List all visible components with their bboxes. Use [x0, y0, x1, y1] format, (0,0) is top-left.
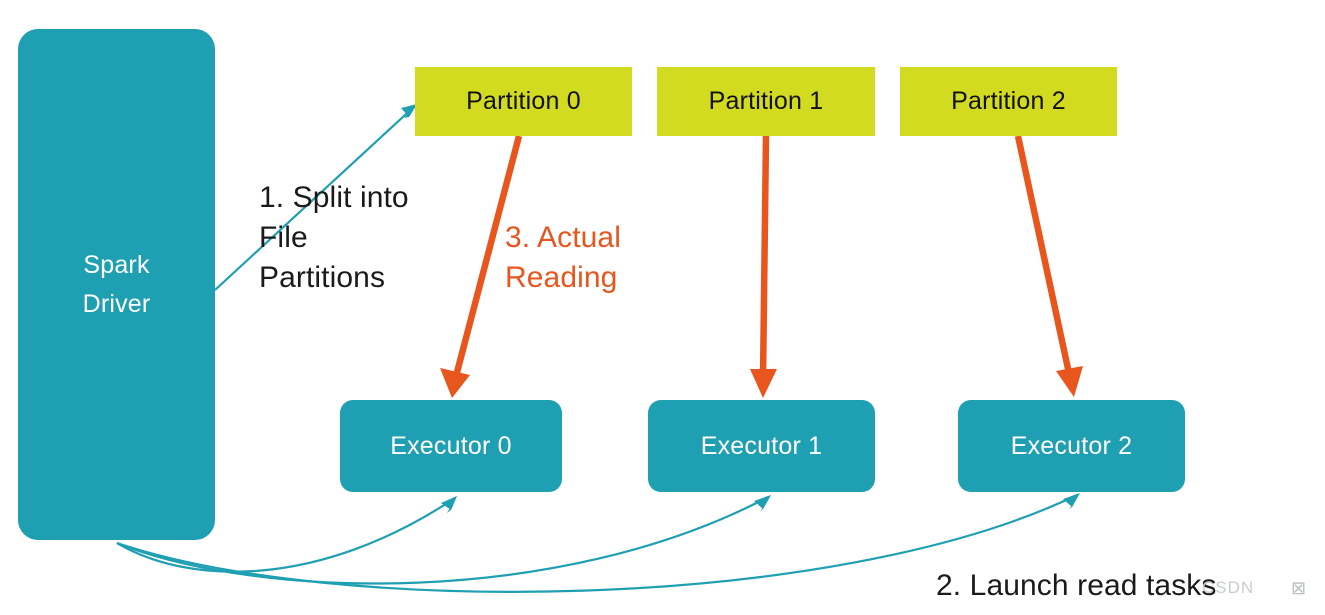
arrow-driver-to-executor-2: [116, 493, 1080, 593]
node-executor-1[interactable]: Executor 1: [648, 400, 875, 492]
arrow-driver-to-partition-0: [214, 103, 418, 291]
arrow-partition-0-to-executor-0: [440, 135, 523, 398]
partition-2-label: Partition 2: [951, 87, 1066, 115]
spark-driver-label: Spark Driver: [82, 250, 151, 318]
arrow-driver-to-executor-1: [116, 495, 771, 585]
executor-0-label: Executor 0: [390, 431, 512, 460]
node-partition-1[interactable]: Partition 1: [657, 67, 875, 136]
node-executor-0[interactable]: Executor 0: [340, 400, 562, 492]
annotation-step-2-launch-read-tasks: 2. Launch read tasks: [936, 569, 1217, 602]
watermark-box-icon: ⊠: [1291, 578, 1307, 598]
watermark-text: CSDN: [1202, 578, 1255, 597]
partition-1-label: Partition 1: [708, 87, 824, 115]
partition-0-label: Partition 0: [466, 87, 581, 115]
node-spark-driver[interactable]: Spark Driver: [18, 29, 215, 540]
arrow-partition-1-to-executor-1: [750, 135, 777, 398]
arrow-partition-2-to-executor-2: [1014, 135, 1083, 397]
executor-2-label: Executor 2: [1010, 431, 1133, 460]
node-partition-2[interactable]: Partition 2: [900, 67, 1117, 136]
arrow-driver-to-executor-0: [116, 496, 457, 573]
node-partition-0[interactable]: Partition 0: [415, 67, 632, 136]
node-executor-2[interactable]: Executor 2: [958, 400, 1185, 492]
annotation-step-1-split-into-file-partitions: 1. Split into File Partitions: [259, 181, 409, 294]
annotation-step-3-actual-reading: 3. Actual Reading: [505, 221, 621, 294]
executor-1-label: Executor 1: [700, 431, 823, 460]
